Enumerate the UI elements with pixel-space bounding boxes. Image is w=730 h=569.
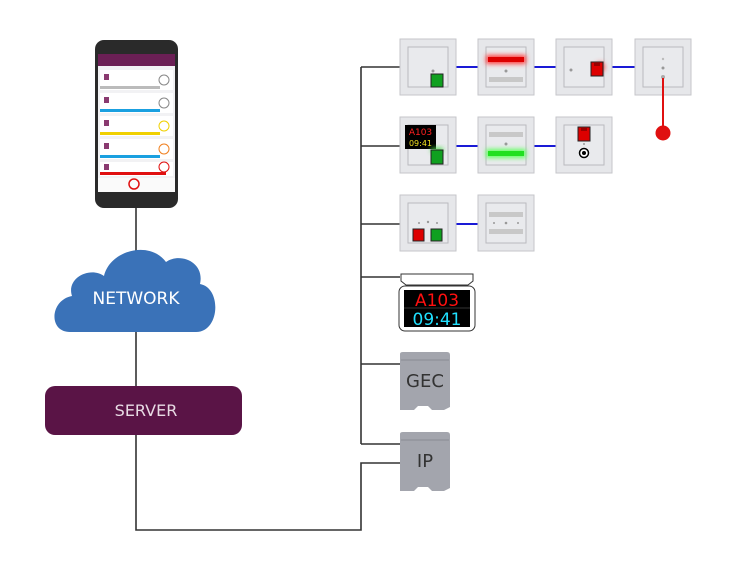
display-call-panel[interactable]: A103 09:41 — [399, 116, 457, 174]
ip-label: IP — [417, 451, 433, 472]
pull-cord-handle[interactable] — [655, 125, 671, 141]
smartphone[interactable] — [95, 40, 178, 208]
wiring — [135, 66, 400, 531]
alarm-tab-icon[interactable] — [128, 178, 140, 190]
corridor-light-red — [477, 38, 535, 96]
display-room: A103 — [415, 291, 459, 311]
call-button-panel[interactable] — [399, 38, 457, 96]
corridor-light-off — [477, 194, 535, 252]
network-cloud — [54, 249, 216, 332]
gec-label: GEC — [406, 371, 444, 392]
corridor-light-green — [477, 116, 535, 174]
phone-alert-cards — [100, 70, 173, 176]
ip-module — [400, 432, 450, 491]
network-label: NETWORK — [93, 289, 181, 309]
device-links — [456, 66, 635, 225]
panel-time: 09:41 — [409, 139, 432, 148]
panel-room: A103 — [409, 128, 432, 138]
display-time: 09:41 — [413, 310, 462, 330]
corridor-display — [398, 273, 476, 332]
pull-cord-alarm-panel[interactable] — [555, 38, 613, 96]
gec-module — [400, 352, 450, 410]
call-socket-panel[interactable] — [555, 116, 613, 174]
server-box — [45, 386, 242, 435]
server-label: SERVER — [115, 401, 178, 420]
call-reset-panel[interactable] — [399, 194, 457, 252]
